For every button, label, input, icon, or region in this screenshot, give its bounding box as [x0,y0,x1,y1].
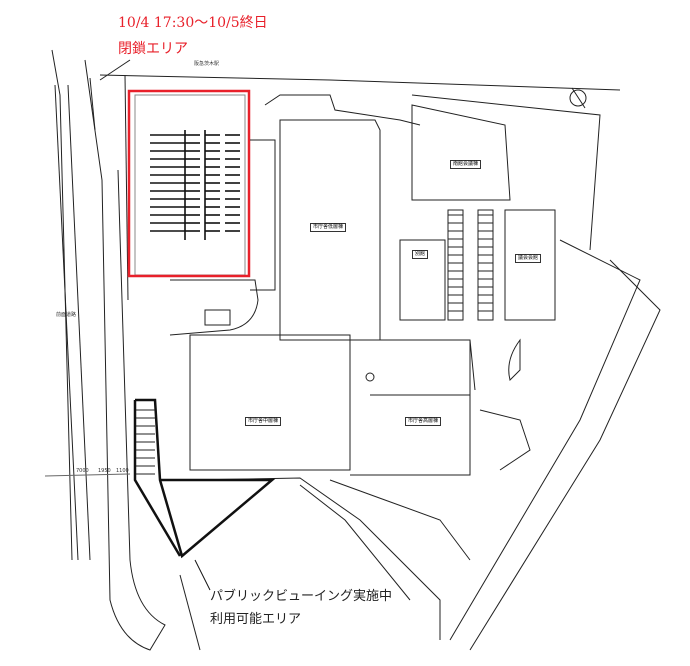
public-viewing-line2: 利用可能エリア [210,612,302,627]
mid-rise-label: 市庁舎中層棟 [245,417,282,426]
closure-label: 閉鎖エリア [118,41,188,57]
parking-lot-closed [134,94,246,276]
low-rise-label: 市庁舎低層棟 [310,223,347,232]
south-hall-label: 南館会議棟 [450,160,482,169]
high-rise-label: 市庁舎高層棟 [405,417,442,426]
annex-label: 別館 [412,250,429,259]
dimension-3: 1100 [116,468,129,474]
road-label: 前面道路 [56,312,77,318]
closure-period: 10/4 17:30〜10/5終日 [118,15,268,31]
station-label: 阪急茨木駅 [194,61,220,67]
closed-area-outline [127,89,251,278]
public-viewing-line1: パブリックビューイング実施中 [210,589,393,604]
north-arrow-icon [569,87,587,109]
public-viewing-area-outline [135,398,276,559]
dimension-2: 1950 [98,468,111,474]
dimension-1: 7000 [76,468,89,474]
assembly-label: 議会会館 [515,254,542,263]
